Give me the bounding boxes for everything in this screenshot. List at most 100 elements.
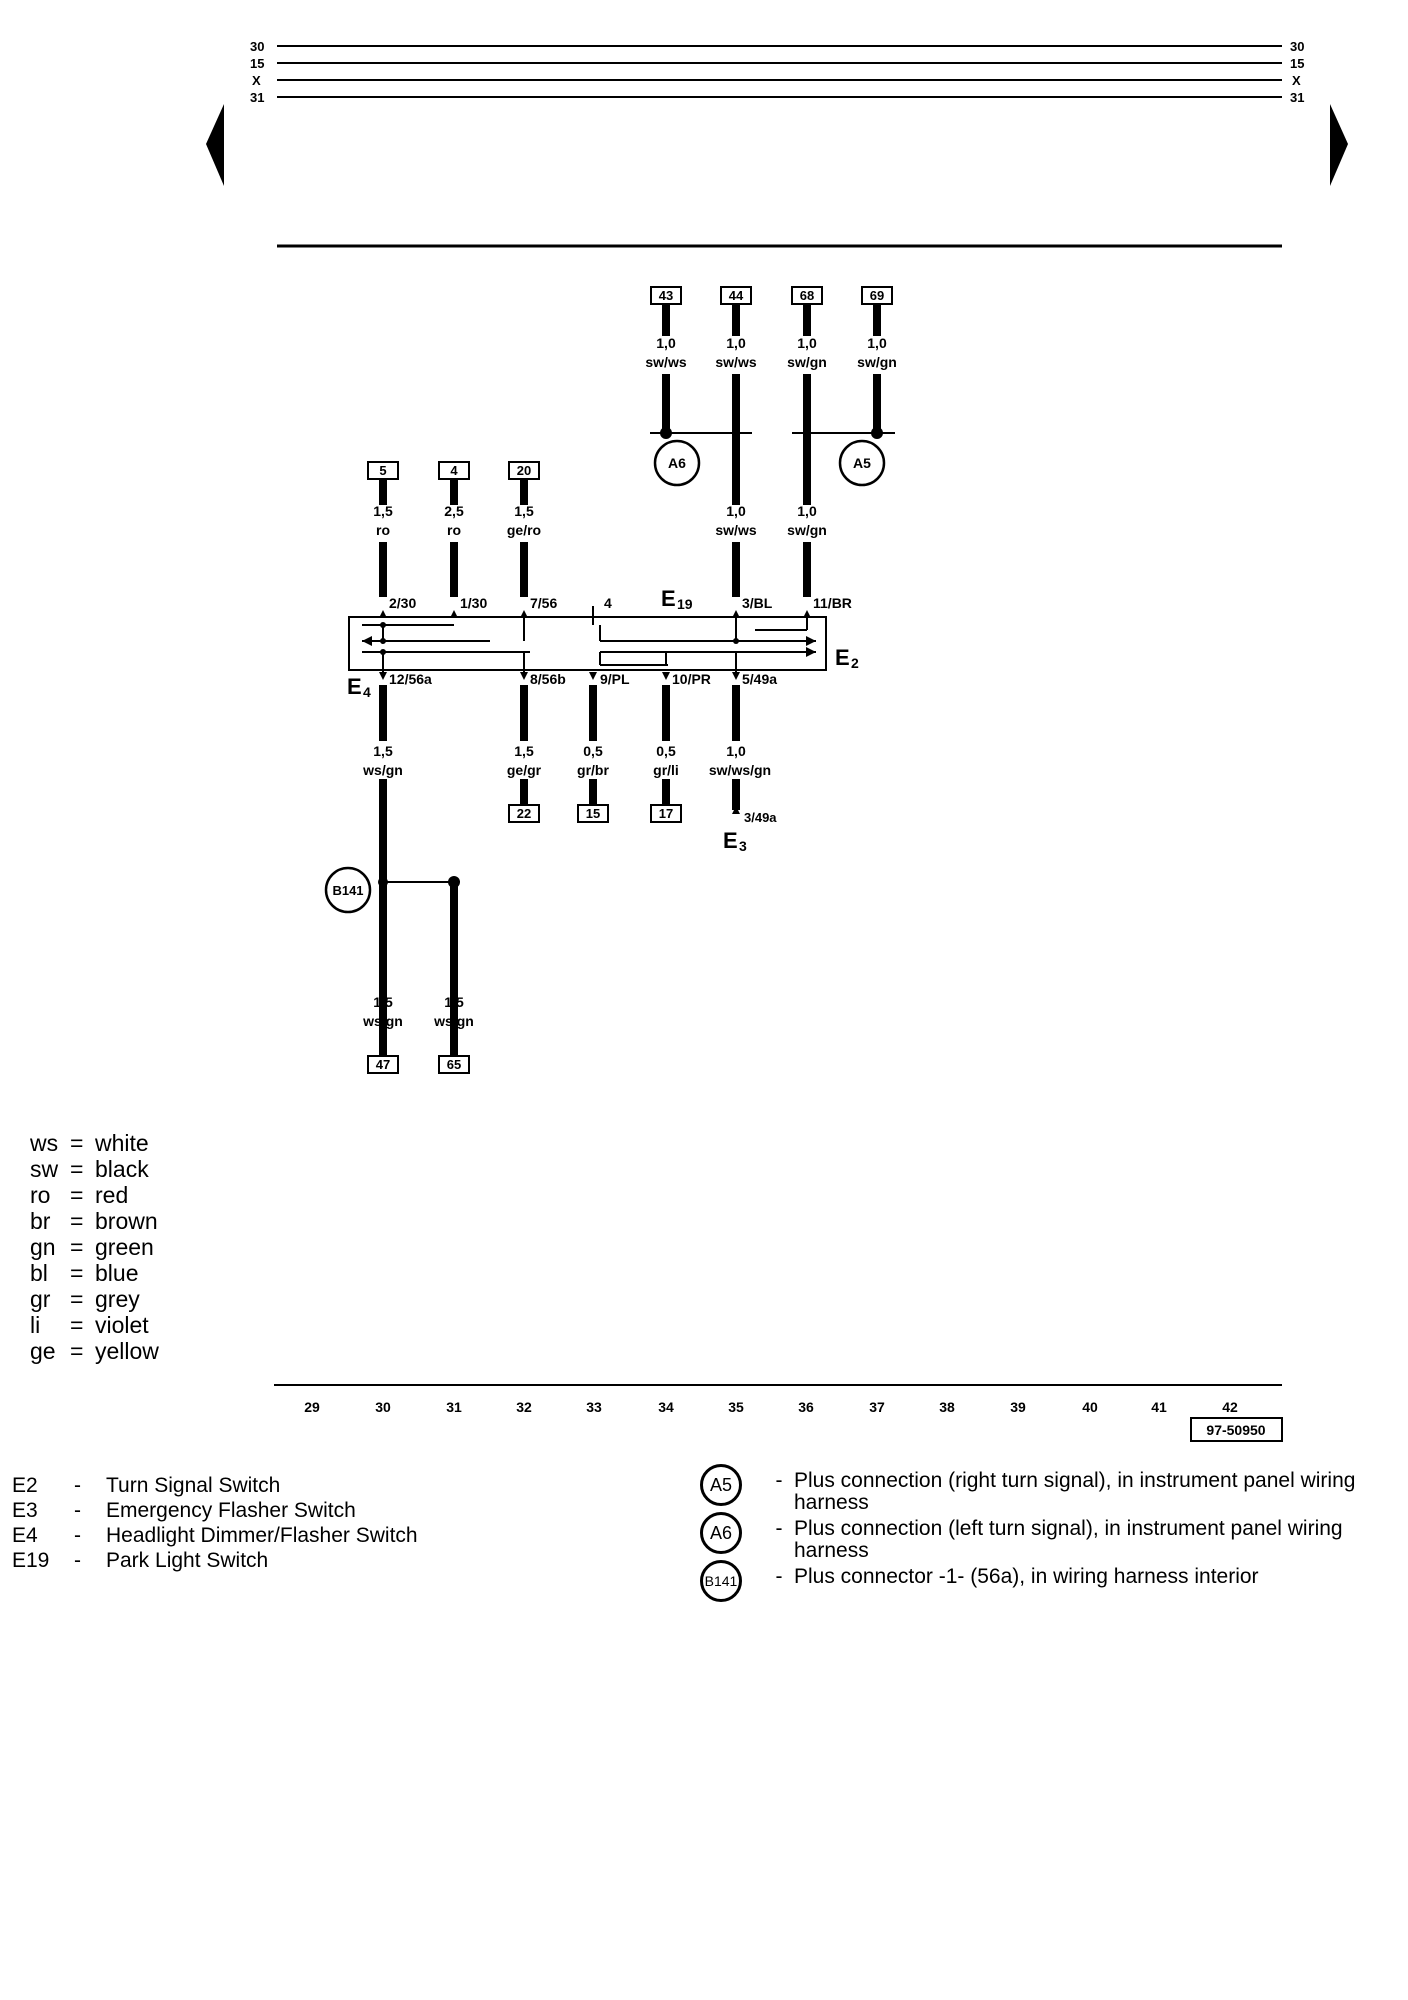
scale-numbers: 29 30 31 32 33 34 35 36 37 38 39 40 41 4… [304,1399,1238,1415]
wire-color: sw/ws [715,522,756,538]
scale-number: 42 [1222,1399,1238,1415]
color-code: gn [30,1234,56,1260]
terminal-15: 15 [577,804,609,823]
wire-color: sw/ws [645,354,686,370]
color-name: green [95,1234,154,1260]
equals: = [70,1338,84,1364]
terminal-number: 17 [659,806,673,821]
separator: - [775,1565,783,1588]
component-list: E2 - Turn Signal Switch E3 - Emergency Flash… [12,1473,418,1573]
legend-row: gr=grey [30,1286,159,1312]
component-row: E2 - Turn Signal Switch [12,1473,418,1498]
top-wires [662,304,881,597]
connection-code: B141 [700,1560,742,1602]
legend-row: ro=red [30,1182,159,1208]
terminal-69: 69 1,0 sw/gn [857,286,897,370]
connection-desc: Plus connection (right turn signal), in … [794,1469,1356,1514]
previous-page-arrow-icon[interactable] [206,104,224,186]
e3-arrow-icon [732,806,740,814]
color-code: ro [30,1182,51,1208]
component-desc: Emergency Flasher Switch [106,1499,356,1522]
contact-arrows [362,610,816,680]
color-name: violet [95,1312,149,1338]
component-code: E2 [12,1474,38,1497]
scale-number: 33 [586,1399,602,1415]
wire-color: gr/li [653,762,679,778]
wire-color: ws/gn [362,762,403,778]
pin-label: 12/56a [389,671,432,687]
terminal-20: 20 1,5 ge/ro [507,461,541,538]
scale-number: 34 [658,1399,674,1415]
connection-desc: Plus connector -1- (56a), in wiring harn… [794,1565,1259,1588]
splice-dot [448,876,460,888]
terminal-number: 22 [517,806,531,821]
pin-label: 2/30 [389,595,416,611]
connection-code: A5 [700,1464,742,1506]
connection-row: B141 - Plus connector -1- (56a), in wiri… [700,1560,1390,1602]
wire-color: ro [376,522,390,538]
pin-label: 9/PL [600,671,630,687]
connector-label: A5 [853,455,871,471]
switch-assembly: E 19 E 2 E 4 2/30 1/30 7/56 4 3/BL 11/BR… [347,586,859,700]
component-desc: Headlight Dimmer/Flasher Switch [106,1524,418,1547]
rail-label: X [252,73,261,88]
connection-desc: Plus connection (left turn signal), in i… [794,1517,1343,1562]
terminal-4: 4 2,5 ro [438,461,470,538]
terminal-65: 65 [438,1055,470,1074]
scale-number: 30 [375,1399,391,1415]
legend-row: bl=blue [30,1260,159,1286]
component-code: E4 [12,1524,38,1547]
switch-e4-subscript: 4 [363,684,371,700]
pin-label: 5/49a [742,671,777,687]
wire-color: ge/ro [507,522,541,538]
color-code: ge [30,1338,56,1364]
component-row: E4 - Headlight Dimmer/Flasher Switch [12,1523,418,1548]
wire-size: 1,5 [444,994,464,1010]
connector-label: B141 [332,883,363,898]
wire-size: 0,5 [583,743,603,759]
pin-label: 11/BR [813,595,852,611]
equals: = [70,1130,84,1156]
color-code: br [30,1208,51,1234]
legend-row: gn=green [30,1234,159,1260]
wire-size: 1,0 [726,743,746,759]
wire-size: 1,5 [373,503,393,519]
terminal-number: 43 [659,288,673,303]
wire-color: ge/gr [507,762,542,778]
terminal-47: 47 [367,1055,399,1074]
connection-row: A6 - Plus connection (left turn signal),… [700,1512,1390,1562]
separator: - [74,1524,81,1547]
component-code: E19 [12,1549,50,1572]
connector-a6: A6 [653,439,701,487]
pin-label: 3/BL [742,595,773,611]
scale-number: 40 [1082,1399,1098,1415]
legend-row: ge=yellow [30,1338,159,1364]
terminal-22: 22 [508,804,540,823]
rail-label: 31 [250,90,264,105]
rail-label: 30 [1290,39,1304,54]
wire-color: ws/gn [362,1013,403,1029]
component-desc: Turn Signal Switch [106,1474,281,1497]
separator: - [74,1474,81,1497]
pin-label: 3/49a [744,810,777,825]
scale-number: 37 [869,1399,885,1415]
separator: - [74,1499,81,1522]
terminal-17: 17 [650,804,682,823]
terminal-44: 44 1,0 sw/ws [715,286,757,370]
next-page-arrow-icon[interactable] [1330,104,1348,186]
scale-number: 38 [939,1399,955,1415]
legend-row: li=violet [30,1312,159,1338]
component-code: E3 [12,1499,38,1522]
scale-number: 29 [304,1399,320,1415]
terminal-43: 43 1,0 sw/ws [645,286,687,370]
wire-size: 1,0 [656,335,676,351]
wire-size: 1,5 [373,743,393,759]
terminal-number: 47 [376,1057,390,1072]
color-code: bl [30,1260,48,1286]
terminal-number: 20 [517,463,531,478]
color-code: gr [30,1286,51,1312]
scale-number: 31 [446,1399,462,1415]
rail-label: X [1292,73,1301,88]
wire-color: sw/ws/gn [709,762,771,778]
